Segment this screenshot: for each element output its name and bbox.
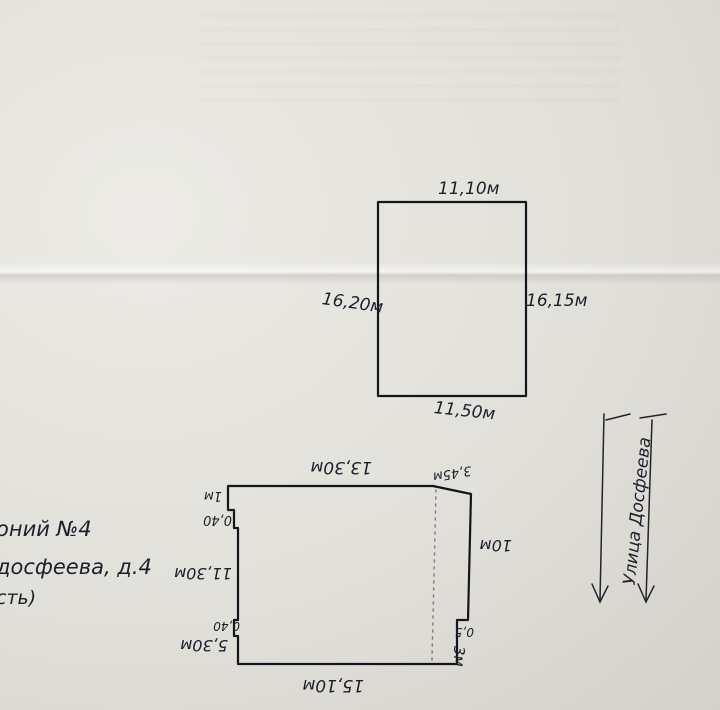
side-note-line-3: сть) <box>0 587 36 609</box>
plan-top-top-label: 11,10м <box>438 179 500 199</box>
plan-bottom-left-offset-1: 0,40 <box>203 512 232 527</box>
road-top-left <box>605 413 631 421</box>
plan-bottom-left-label: 11,30м <box>174 564 232 583</box>
road-line-right <box>645 419 653 601</box>
plan-bottom-notch-bottom-label: 3м <box>450 646 468 667</box>
paper-fold <box>0 262 720 284</box>
plan-bottom-left-step-top: 1м <box>204 488 222 503</box>
road-top-right <box>639 413 667 419</box>
plan-bottom-notch-top-label: 0,5 <box>455 625 474 639</box>
bleed-through-text <box>200 14 620 104</box>
plan-top-outline <box>376 200 528 398</box>
plan-top-left-label: 16,20м <box>321 289 385 317</box>
plan-bottom-outline <box>226 484 473 666</box>
side-note-line-2: досфеева, д.4 <box>0 555 152 579</box>
side-note-line-1: оний №4 <box>0 517 92 541</box>
plan-top: 11,10м 16,20м 16,15м 11,50м <box>321 179 588 424</box>
plan-bottom: 13,30м 3,45м 10м 0,5 3м 15,10м 1м 0,40 1… <box>174 457 512 695</box>
plan-bottom-bottom-label: 15,10м <box>302 675 364 695</box>
road-label: Улица Досфеева <box>620 436 655 586</box>
plan-bottom-corner-label: 3,45м <box>432 462 473 484</box>
road-line-left <box>599 413 605 601</box>
plan-bottom-left-offset-2: 0,40 <box>213 619 240 633</box>
road-arrow-left <box>591 583 609 604</box>
plan-bottom-right-label: 10м <box>480 536 512 555</box>
plan-bottom-left-step-bottom: 5,30м <box>180 636 228 655</box>
road-arrow-right <box>637 583 655 604</box>
plan-top-bottom-label: 11,50м <box>433 398 496 424</box>
road-marker: Улица Досфеева <box>591 413 667 604</box>
side-note: оний №4 досфеева, д.4 сть) <box>0 517 152 609</box>
plan-bottom-top-label: 13,30м <box>310 457 372 477</box>
plan-bottom-inner-line <box>431 489 437 661</box>
plan-top-right-label: 16,15м <box>526 291 588 311</box>
